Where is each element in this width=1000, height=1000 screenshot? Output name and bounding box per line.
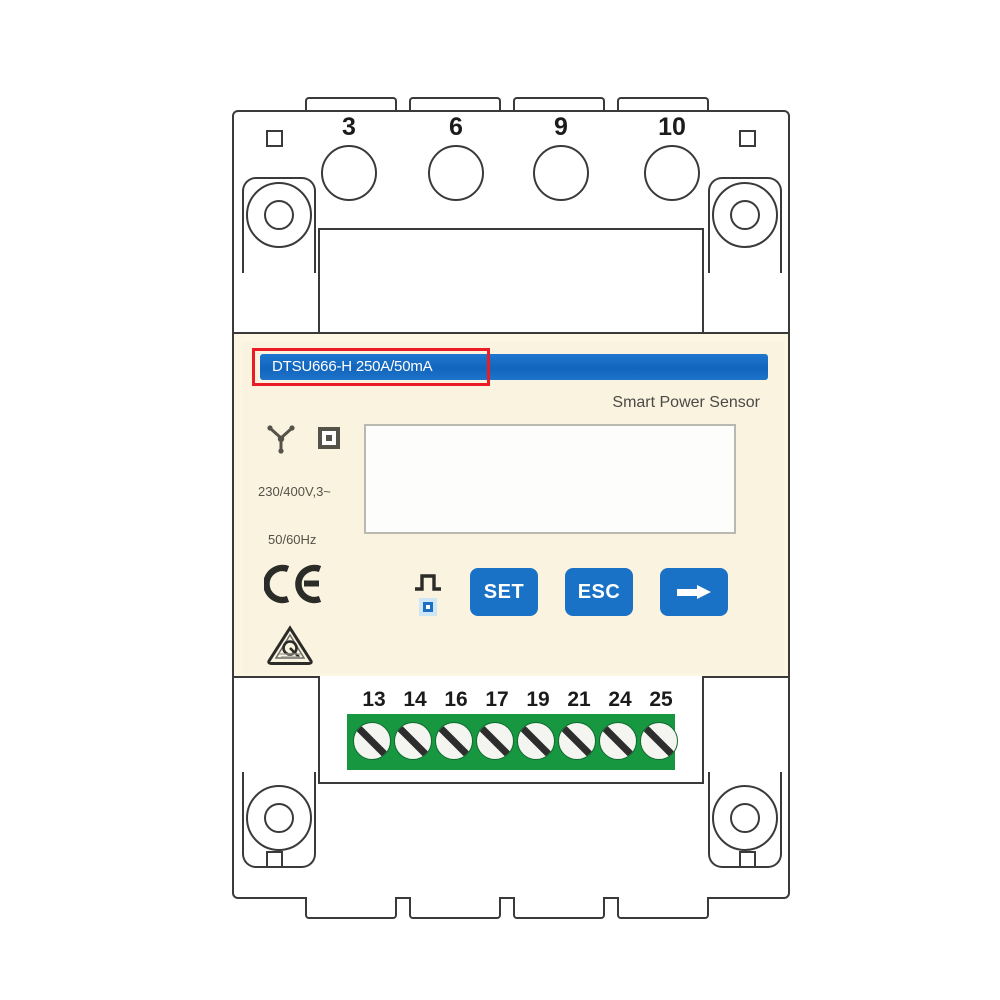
bottom-tab-2 [409, 897, 501, 919]
bottom-tab-1 [305, 897, 397, 919]
esc-button[interactable]: ESC [565, 568, 633, 616]
top-terminal-number-10: 10 [658, 113, 686, 141]
model-highlight-box [252, 348, 490, 386]
upper-housing-recess [318, 228, 704, 336]
bottom-left-notch [266, 851, 283, 868]
top-terminal-number-9: 9 [554, 113, 568, 141]
terminal-screw-25 [640, 722, 678, 760]
bottom-left-mounting-hole [246, 785, 312, 851]
lcd-display [364, 424, 736, 534]
bottom-right-mounting-hole [712, 785, 778, 851]
top-left-mounting-hole [246, 182, 312, 248]
top-terminal-number-3: 3 [342, 113, 356, 141]
top-left-notch [266, 130, 283, 147]
terminal-screw-21 [558, 722, 596, 760]
terminal-screw-17 [476, 722, 514, 760]
terminal-screw-14 [394, 722, 432, 760]
bottom-terminal-number-19: 19 [526, 688, 550, 711]
bottom-terminal-number-17: 17 [485, 688, 509, 711]
pulse-led-indicator [419, 598, 437, 616]
wye-connection-icon [267, 425, 295, 454]
bottom-terminal-number-13: 13 [362, 688, 386, 711]
bottom-terminal-number-24: 24 [608, 688, 632, 711]
terminal-screw-16 [435, 722, 473, 760]
top-terminal-hole-3 [321, 145, 377, 201]
set-button[interactable]: SET [470, 568, 538, 616]
top-terminal-hole-6 [428, 145, 484, 201]
bottom-tab-4 [617, 897, 709, 919]
terminal-screw-24 [599, 722, 637, 760]
arrow-right-icon [677, 585, 711, 599]
bottom-terminal-number-16: 16 [444, 688, 468, 711]
terminal-screw-19 [517, 722, 555, 760]
top-terminal-hole-10 [644, 145, 700, 201]
top-right-notch [739, 130, 756, 147]
bottom-right-notch [739, 851, 756, 868]
terminal-block [347, 714, 678, 770]
model-banner: DTSU666-H 250A/50mA [260, 354, 768, 380]
pulse-output-icon [415, 574, 441, 591]
bottom-terminal-number-25: 25 [649, 688, 673, 711]
next-button[interactable] [660, 568, 728, 616]
class-ii-insulation-icon [318, 427, 340, 449]
top-terminal-hole-9 [533, 145, 589, 201]
top-terminal-number-6: 6 [449, 113, 463, 141]
rcm-mark-icon [267, 625, 313, 665]
bottom-terminal-number-14: 14 [403, 688, 427, 711]
faceplate: DTSU666-H 250A/50mA Smart Power Sensor 2… [232, 332, 790, 680]
ce-mark-icon [264, 564, 322, 604]
bottom-terminal-number-21: 21 [567, 688, 591, 711]
bottom-tab-3 [513, 897, 605, 919]
top-right-mounting-hole [712, 182, 778, 248]
frequency-rating: 50/60Hz [268, 532, 317, 547]
faceplate-inner: DTSU666-H 250A/50mA Smart Power Sensor 2… [242, 342, 784, 674]
voltage-rating: 230/400V,3~ [258, 484, 331, 499]
terminal-screw-13 [353, 722, 391, 760]
product-name: Smart Power Sensor [612, 394, 760, 411]
model-label: DTSU666-H 250A/50mA [272, 358, 433, 375]
